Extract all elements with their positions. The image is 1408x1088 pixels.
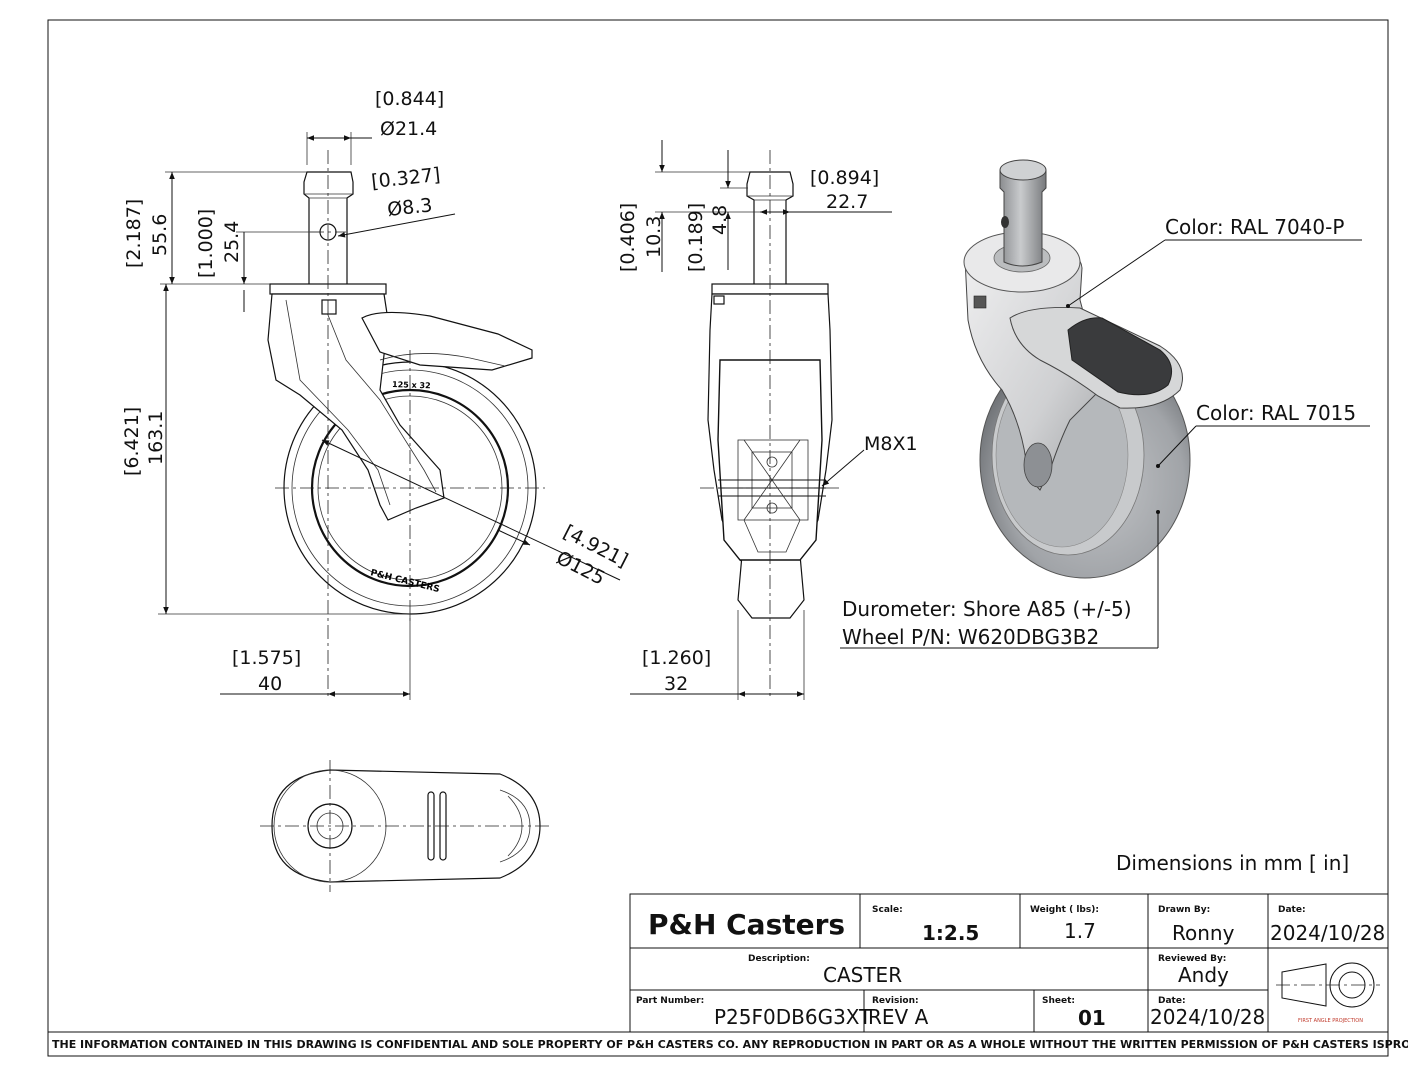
projection-symbol: FIRST ANGLE PROJECTION [1276,962,1380,1024]
wheel-width-in: [1.260] [642,647,711,669]
part-number-label: Part Number: [636,996,704,1006]
offset-mm: 40 [258,673,282,695]
stem-height-in: [2.187] [123,199,145,268]
reviewed-by-value: Andy [1178,963,1229,987]
overall-height-mm: 163.1 [145,411,167,465]
description-label: Description: [748,954,810,964]
wheel-width-mm: 32 [664,673,688,695]
axle-thread: M8X1 [864,433,918,455]
weight-label: Weight ( lbs): [1030,905,1099,915]
date-label: Date: [1278,905,1306,915]
scale-label: Scale: [872,905,903,915]
date2-label: Date: [1158,996,1186,1006]
revision-label: Revision: [872,996,919,1006]
side-height-in: [0.406] [617,203,639,272]
stem-diameter-in: [0.844] [375,88,444,110]
front-view: P&H CASTERS 125 x 32 [267,150,545,700]
weight-value: 1.7 [1064,919,1096,943]
hole-height-mm: 25.4 [221,221,243,263]
sheet-value: 01 [1078,1006,1106,1030]
description-value: CASTER [823,963,902,987]
sheet-border [47,19,1389,1057]
color-wheel-callout: Color: RAL 7015 [1196,401,1356,425]
title-block: P&H Casters Scale: 1:2.5 Weight ( lbs): … [629,893,1389,1033]
wheel-pn-callout: Wheel P/N: W620DBG3B2 [842,625,1099,649]
drawn-by-label: Drawn By: [1158,905,1210,915]
stem-height-mm: 55.6 [149,214,171,256]
date-value: 2024/10/28 [1270,921,1385,945]
top-view [260,760,552,892]
groove-mm: 4.8 [709,205,731,235]
drawn-by-value: Ronny [1172,921,1235,945]
wheel-size-marking: 125 x 32 [392,380,431,390]
isometric-view [840,159,1370,649]
scale-value: 1:2.5 [922,921,979,945]
footer-disclaimer: THE INFORMATION CONTAINED IN THIS DRAWIN… [52,1038,1408,1051]
units-note: Dimensions in mm [ in] [1116,851,1349,875]
hole-diameter-in: [0.327] [370,164,441,193]
ring-width-in: [0.894] [810,167,879,189]
reviewed-by-label: Reviewed By: [1158,954,1226,964]
callouts: Color: RAL 7040-P Color: RAL 7015 Durome… [842,215,1356,649]
side-height-mm: 10.3 [643,216,665,258]
sheet-label: Sheet: [1042,996,1075,1006]
projection-label: FIRST ANGLE PROJECTION [1298,1018,1363,1024]
date2-value: 2024/10/28 [1150,1005,1265,1029]
durometer-callout: Durometer: Shore A85 (+/-5) [842,597,1132,621]
color-housing-callout: Color: RAL 7040-P [1165,215,1344,239]
overall-height-in: [6.421] [121,407,143,476]
side-view [700,150,840,700]
hole-height-in: [1.000] [195,209,217,278]
company-name: P&H Casters [648,908,845,941]
hole-diameter-mm: Ø8.3 [386,194,433,221]
ring-width-mm: 22.7 [826,191,868,213]
side-view-dimensions: [0.406] 10.3 [0.189] 4.8 [0.894] 22.7 M8… [617,140,918,700]
revision-value: REV A [868,1005,929,1029]
offset-in: [1.575] [232,647,301,669]
groove-in: [0.189] [685,203,707,272]
part-number-value: P25F0DB6G3XT [714,1005,872,1029]
stem-diameter-mm: Ø21.4 [380,118,437,140]
